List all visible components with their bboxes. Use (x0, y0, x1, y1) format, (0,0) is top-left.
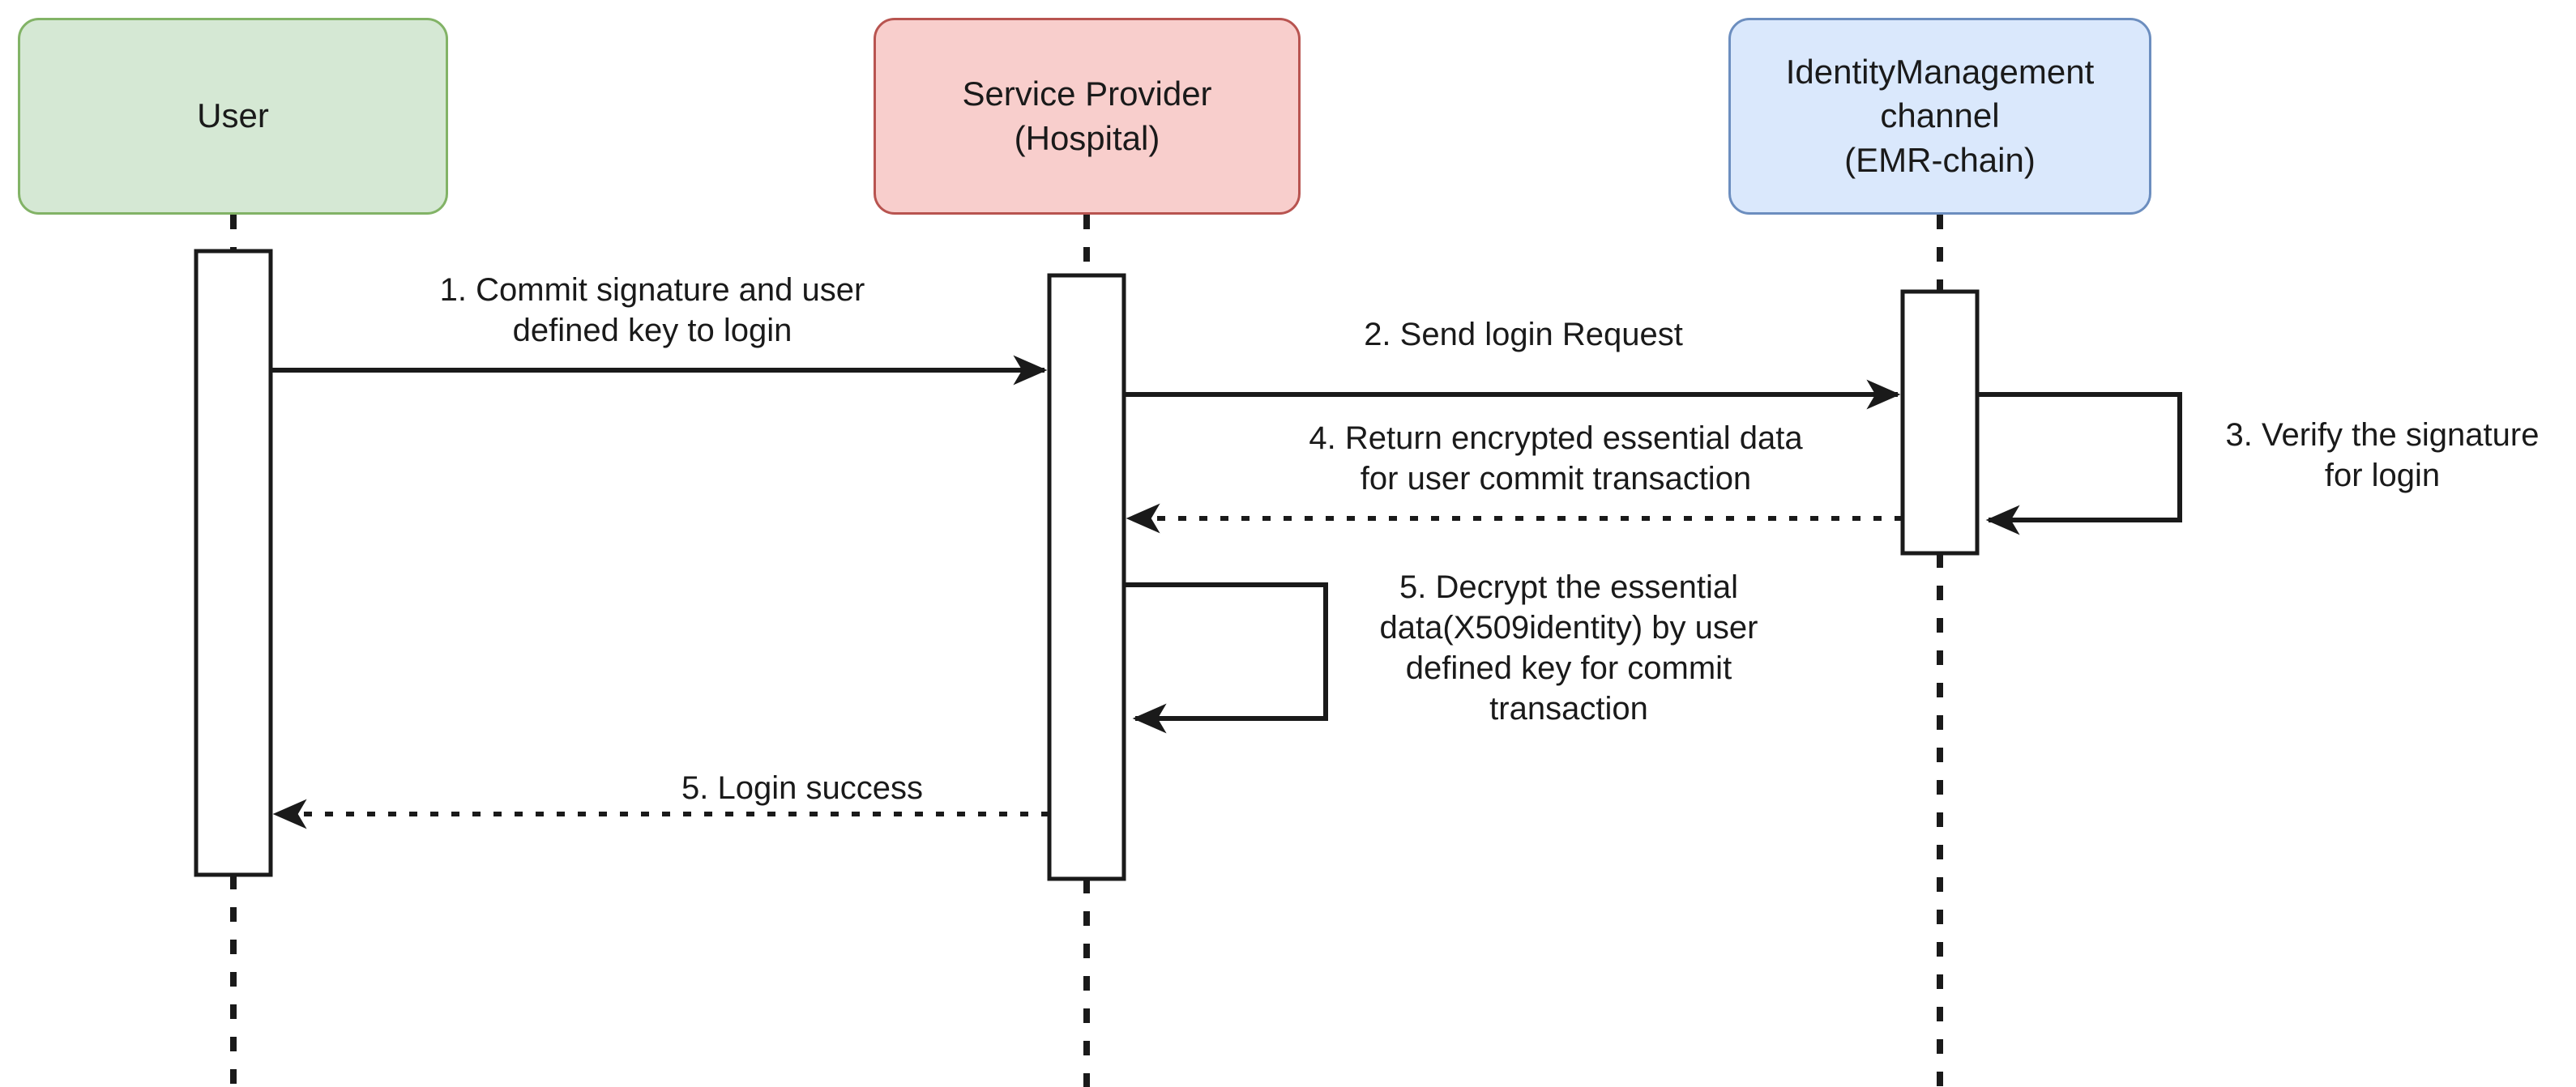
message-label-5-login-success: 5. Login success (681, 770, 923, 806)
lifeline-header-identity-management-channel-label: IdentityManagement channel (EMR-chain) (1785, 52, 2095, 179)
message-label-5-decrypt-the-essential-data: 5. Decrypt the essential data(X509identi… (1379, 569, 1758, 727)
lifeline-header-user-label: User (197, 96, 269, 135)
lifeline-header-service-provider-label: Service Provider (Hospital) (962, 74, 1212, 157)
message-label-1-commit-signature: 1. Commit signature and user defined key… (439, 272, 865, 348)
message-arrow-self-2 (1977, 392, 2182, 535)
message-label-2-send-login-request: 2. Send login Request (1364, 317, 1683, 352)
lifeline-header-user[interactable]: User (18, 18, 448, 215)
message-label-3-verify-the-signature: 3. Verify the signature for login (2225, 417, 2540, 493)
lifeline-header-identity-management-channel[interactable]: IdentityManagement channel (EMR-chain) (1728, 18, 2151, 215)
message-arrow-self-4 (1124, 582, 1328, 734)
lifeline-header-service-provider[interactable]: Service Provider (Hospital) (874, 18, 1301, 215)
message-label-4-return-encrypted-essential-data: 4. Return encrypted essential data for u… (1309, 420, 1803, 497)
activation-bar-user (194, 249, 273, 877)
